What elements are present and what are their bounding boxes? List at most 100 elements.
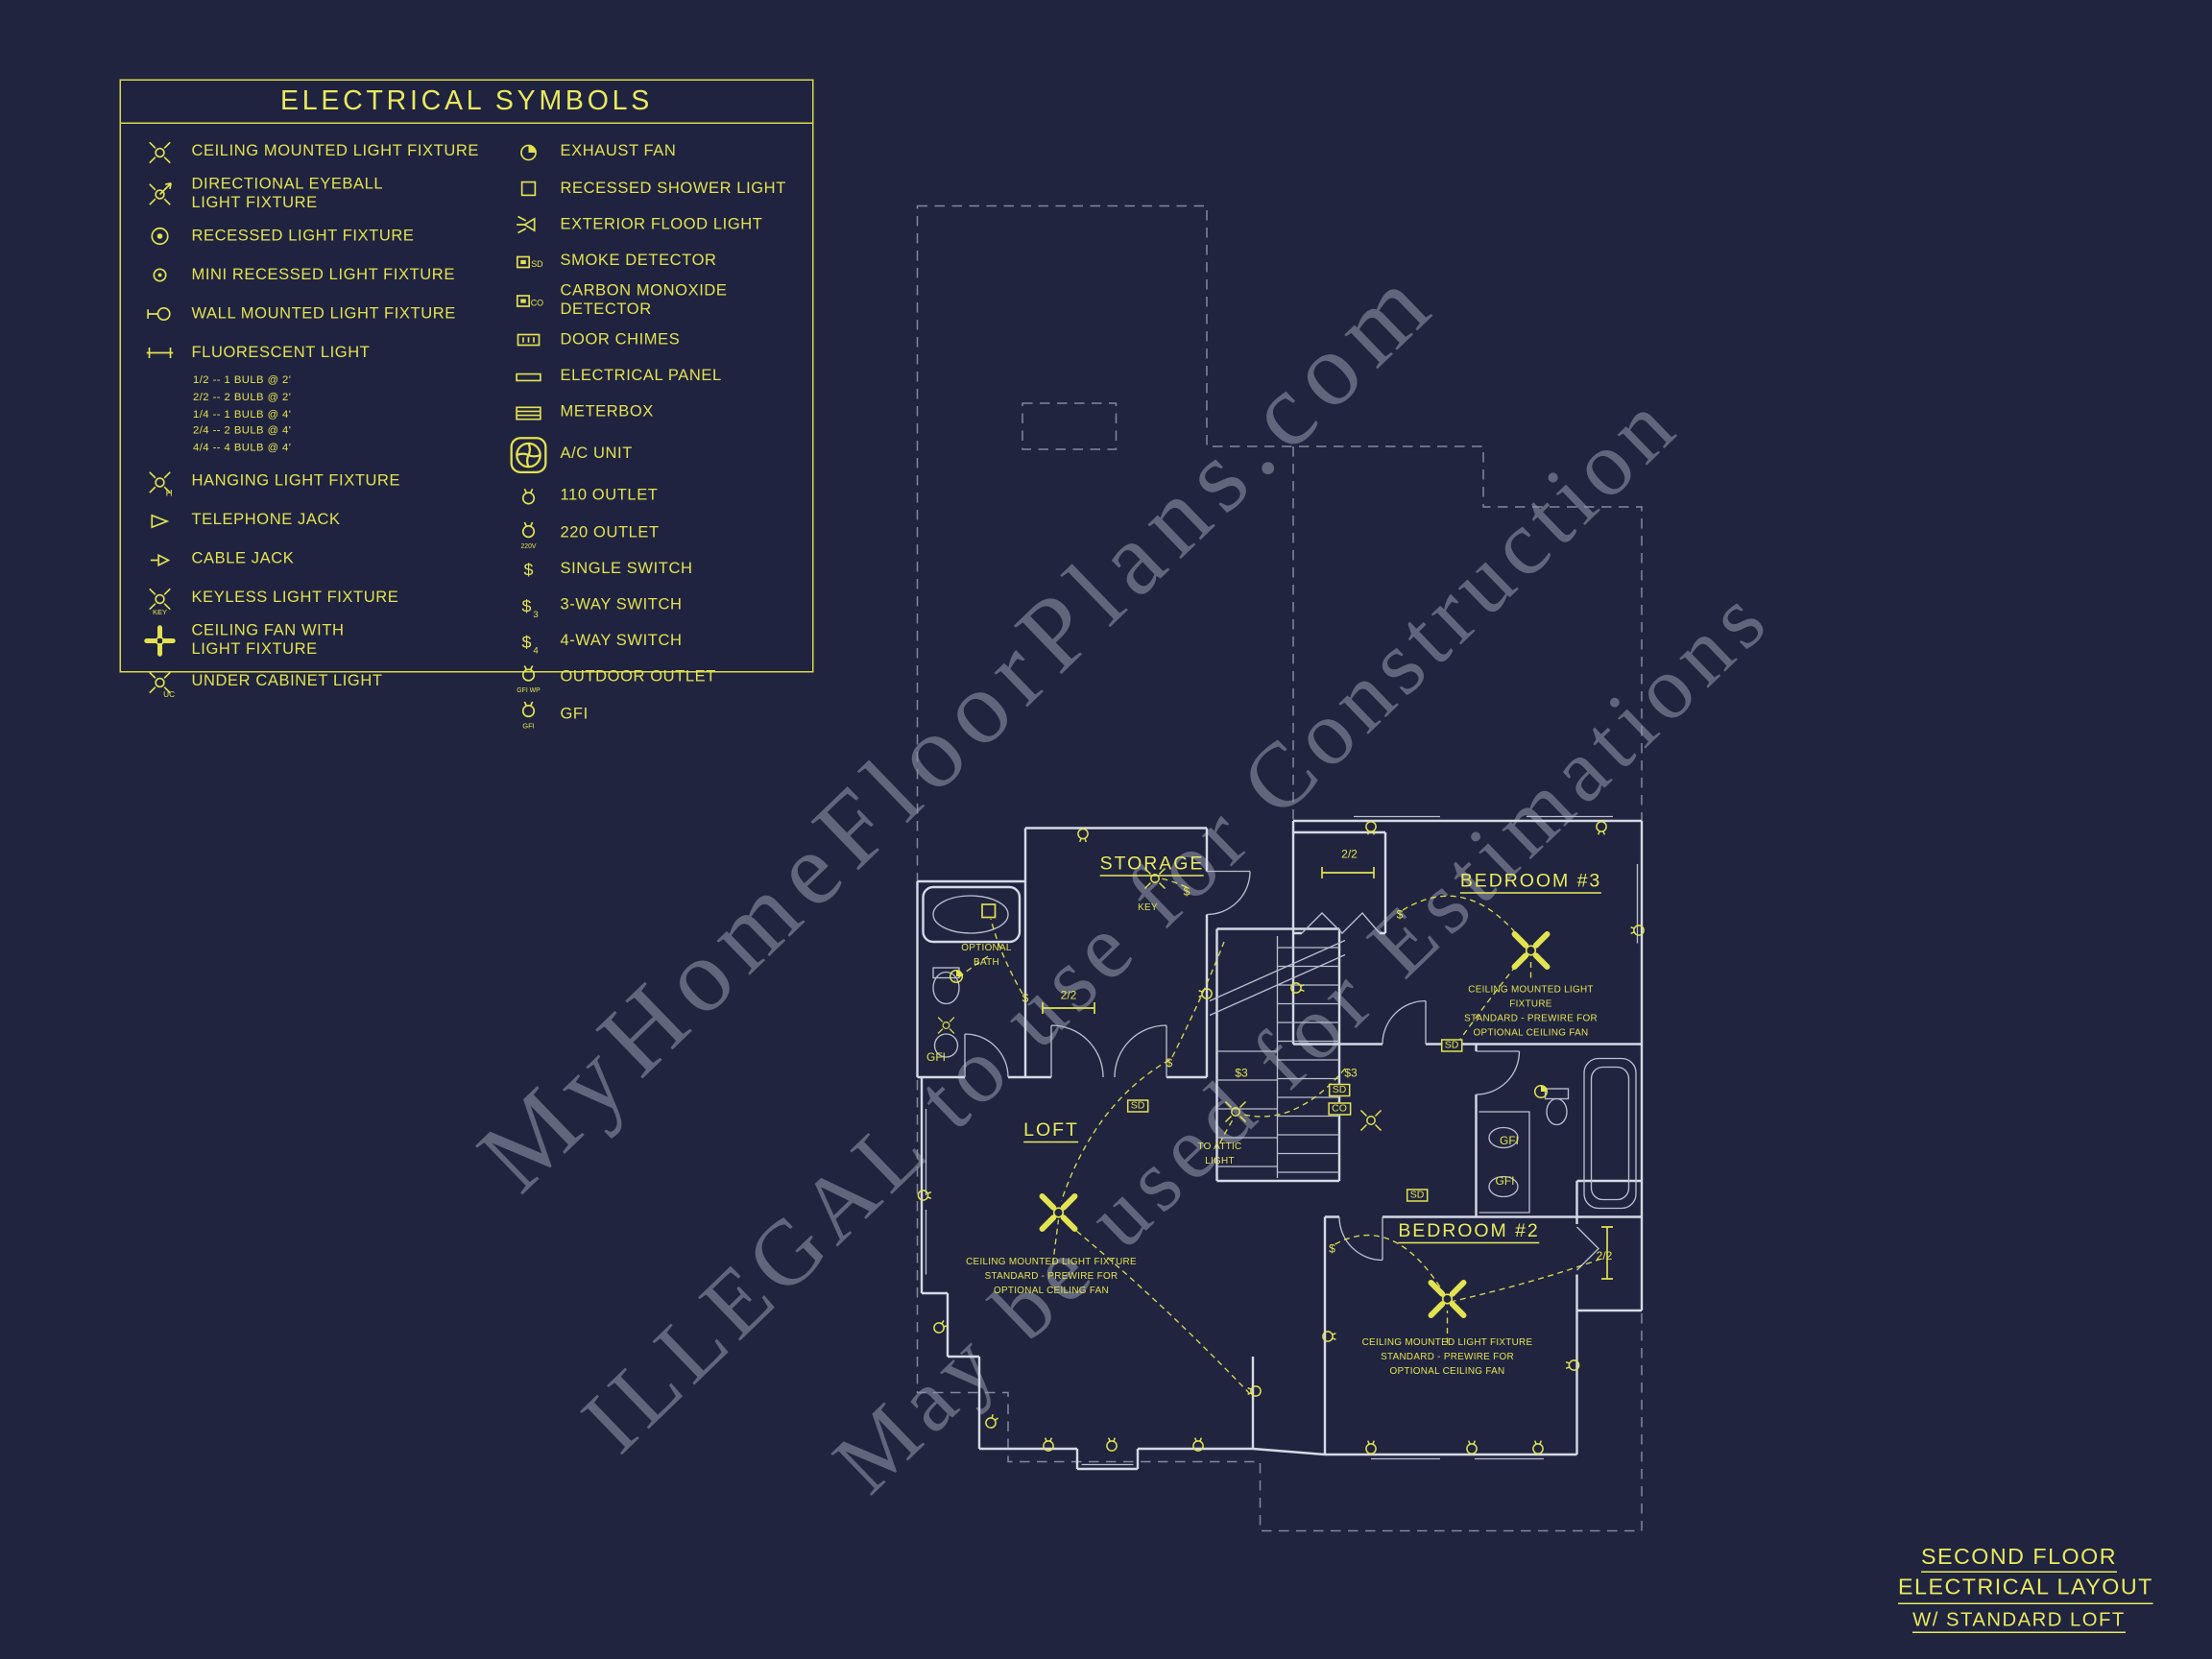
svg-text:SD: SD [531, 258, 543, 268]
legend-item-label: DOOR CHIMES [560, 330, 681, 349]
outlet-220-icon: 220V [507, 517, 550, 549]
legend-title: ELECTRICAL SYMBOLS [121, 81, 812, 124]
hanging-light-icon: H [138, 466, 181, 497]
fluorescent-symbol-storage [1042, 1002, 1095, 1014]
legend-item: TELEPHONE JACK [138, 505, 507, 537]
legend-item-label: TELEPHONE JACK [191, 511, 341, 529]
legend-left-column: CEILING MOUNTED LIGHT FIXTURE DIRECTIONAL… [138, 137, 507, 735]
svg-text:$: $ [524, 561, 534, 580]
legend-item: 110 OUTLET [507, 481, 806, 513]
legend-item: CO CARBON MONOXIDE DETECTOR [507, 282, 806, 321]
legend-item-label: A/C UNIT [560, 445, 633, 463]
bedroom2-room-label: BEDROOM #2 [1398, 1219, 1540, 1244]
keyless-light-icon: KEY [138, 583, 181, 614]
legend-item: RECESSED SHOWER LIGHT [507, 173, 806, 204]
legend-item-label: CARBON MONOXIDE DETECTOR [560, 281, 728, 319]
interior-details [925, 815, 1639, 1466]
svg-text:GFI: GFI [522, 722, 535, 731]
legend-item-label: HANGING LIGHT FIXTURE [191, 471, 401, 490]
ceiling-fan-note-bedroom3: CEILING MOUNTED LIGHT FIXTURE STANDARD -… [1464, 985, 1598, 1039]
wall-mounted-light-icon [138, 299, 181, 330]
legend-item-label: 3-WAY SWITCH [560, 596, 683, 614]
plan-tag-sd: SD [1440, 1039, 1463, 1052]
directional-eyeball-light-icon [138, 179, 181, 210]
ceiling-fan-note-loft: CEILING MOUNTED LIGHT FIXTURE STANDARD -… [966, 1257, 1137, 1296]
keyless-key-note: KEY [1138, 902, 1158, 914]
electrical-panel-icon [507, 361, 550, 393]
plan-tag-gfi: GFI [926, 1050, 947, 1064]
to-attic-light-note: TO ATTIC LIGHT [1197, 1142, 1242, 1166]
legend-item: H HANGING LIGHT FIXTURE [138, 466, 507, 497]
legend-item: DOOR CHIMES [507, 325, 806, 356]
sheet-title-line2: ELECTRICAL LAYOUT [1898, 1576, 2153, 1604]
legend-body: CEILING MOUNTED LIGHT FIXTURE DIRECTIONAL… [121, 124, 812, 735]
legend-item-label: EXTERIOR FLOOD LIGHT [560, 215, 763, 233]
gfi-icon: GFI [507, 699, 550, 731]
switch-symbol: $3 [1235, 1066, 1248, 1080]
fluorescent-symbol-bedroom2-closet [1601, 1226, 1613, 1280]
legend-item: CEILING MOUNTED LIGHT FIXTURE [138, 137, 507, 169]
legend-item: FLUORESCENT LIGHT [138, 338, 507, 370]
legend-item-label: DIRECTIONAL EYEBALL LIGHT FIXTURE [191, 176, 384, 212]
plan-tag-gfi: GFI [1495, 1174, 1515, 1188]
legend-item-label: 220 OUTLET [560, 523, 660, 541]
legend-item-label: SINGLE SWITCH [560, 560, 693, 578]
recessed-shower-light-icon [507, 173, 550, 204]
legend-item-label: RECESSED SHOWER LIGHT [560, 179, 786, 197]
meterbox-icon [507, 397, 550, 429]
title-block: SECOND FLOOR ELECTRICAL LAYOUT W/ STANDA… [1898, 1546, 2153, 1637]
ceiling-mounted-light-icon [138, 137, 181, 169]
plan-tag-22: 2/2 [1060, 988, 1077, 1002]
legend-item-label: SMOKE DETECTOR [560, 252, 717, 270]
electrical-symbols-legend: ELECTRICAL SYMBOLS CEILING MOUNTED LIGHT… [119, 79, 814, 731]
legend-item: 220V 220 OUTLET [507, 517, 806, 549]
circuit-wiring [954, 878, 1602, 1395]
legend-item-label: METERBOX [560, 403, 654, 421]
legend-item: WALL MOUNTED LIGHT FIXTURE [138, 299, 507, 330]
legend-right-column: EXHAUST FAN RECESSED SHOWER LIGHT EXTERIOR… [507, 137, 806, 735]
svg-text:$: $ [521, 596, 531, 615]
optional-bath-note: OPTIONAL BATH [961, 943, 1012, 968]
legend-item-label: OUTDOOR OUTLET [560, 668, 716, 686]
svg-text:UC: UC [163, 690, 175, 698]
mini-recessed-light-icon [138, 260, 181, 292]
plan-tag-22: 2/2 [1341, 847, 1358, 861]
legend-item-label: 110 OUTLET [560, 487, 659, 505]
shower-light-symbol-bath1 [981, 903, 997, 919]
switch-symbol: $ [1396, 907, 1404, 922]
legend-item-label: EXHAUST FAN [560, 143, 677, 161]
ceiling-fan-light-icon [138, 624, 181, 657]
legend-item-label: FLUORESCENT LIGHT [191, 344, 371, 362]
legend-item: EXTERIOR FLOOD LIGHT [507, 209, 806, 241]
legend-item-label: CEILING MOUNTED LIGHT FIXTURE [191, 143, 479, 161]
carbon-monoxide-detector-icon: CO [507, 285, 550, 317]
telephone-jack-icon [138, 505, 181, 537]
fluorescent-bulb-notes: 1/2 -- 1 BULB @ 2' 2/2 -- 2 BULB @ 2' 1/… [193, 373, 292, 454]
single-switch-icon: $ [507, 554, 550, 586]
ac-unit-icon [507, 433, 550, 476]
plan-tag-sd: SD [1406, 1189, 1429, 1202]
switch-symbol: $ [1166, 1056, 1173, 1070]
svg-text:KEY: KEY [153, 607, 167, 614]
exterior-flood-light-icon [507, 209, 550, 241]
bedroom3-room-label: BEDROOM #3 [1459, 869, 1602, 894]
under-cabinet-light-icon: UC [138, 666, 181, 698]
storage-room-label: STORAGE [1099, 852, 1205, 877]
switch-symbol: $ [1183, 884, 1190, 899]
recessed-light-icon [138, 221, 181, 252]
exhaust-fan-icon [507, 137, 550, 169]
svg-text:4: 4 [533, 645, 539, 656]
roof-outline [916, 204, 1643, 1532]
svg-text:CO: CO [531, 298, 543, 307]
legend-item: RECESSED LIGHT FIXTURE [138, 221, 507, 252]
door-chimes-icon [507, 325, 550, 356]
legend-item: A/C UNIT [507, 433, 806, 476]
legend-item-label: CABLE JACK [191, 549, 295, 567]
